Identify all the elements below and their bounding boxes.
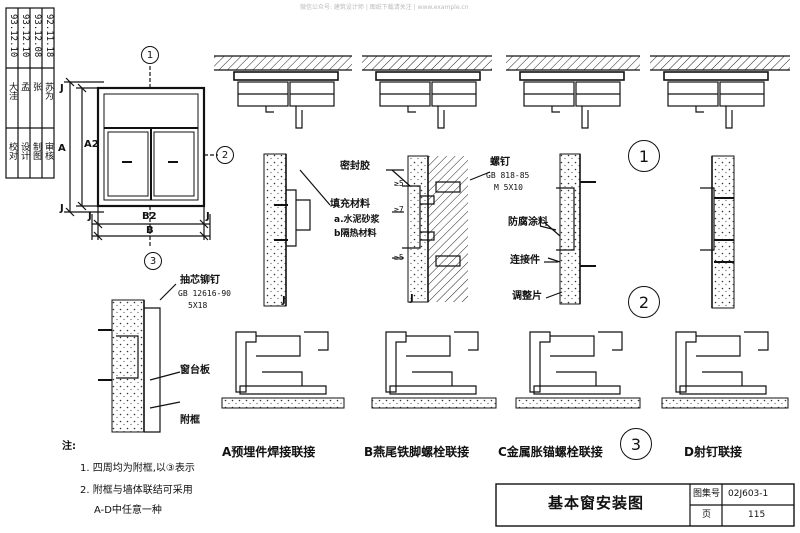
sign-role-1: 校对 [7,142,17,160]
detail-3-sill-profiles [221,331,789,409]
label-rivet-std: GB 12616-90 [178,289,231,298]
note-1: 1. 四周均为附框,以③表示 [80,463,195,474]
dim-ge5-b: ≥5 [394,253,404,262]
detail-1-head-profiles [214,55,790,129]
sign-date-4: 92.11.18 [44,14,54,58]
dim-A2: A2 [84,139,99,150]
sign-name-2: 孟 [19,82,29,91]
window-elevation [64,66,218,246]
caption-b: B燕尾铁脚螺栓联接 [364,445,470,459]
label-screw: 螺钉 [490,157,510,168]
label-seal: 密封胶 [340,161,370,172]
section-marker-3: 3 [620,428,652,460]
label-fill-a: a.水泥砂浆 [334,215,380,225]
detail-3-subframe-section [98,283,181,433]
label-rivet: 抽芯铆钉 [180,275,220,286]
section-marker-2: 2 [628,286,660,318]
label-anticorrosion: 防腐涂料 [508,217,548,228]
dim-J-top: J [60,83,64,94]
caption-a: A预埋件焊接联接 [222,445,316,459]
sign-name-1: 大洼 [7,82,17,100]
note-2: 2. 附框与墙体联结可采用 [80,485,193,496]
marker-2: 2 [216,146,234,164]
detail-2-jamb-sections [263,153,735,309]
label-rivet-size: 5X18 [188,301,208,310]
sign-name-3: 张 [31,82,41,91]
label-connector: 连接件 [510,255,540,266]
sign-role-3: 制图 [31,142,41,160]
label-fill-b: b隔热材料 [334,229,377,239]
sign-role-4: 审核 [43,142,53,160]
note-3: A-D中任意一种 [94,505,162,516]
marker-1: 1 [141,46,159,64]
dim-J-left: J [88,211,92,222]
label-fill: 填充材料 [330,199,370,210]
page-label: 页 [702,510,712,520]
dim-ge7: ≥7 [394,205,404,214]
sign-role-2: 设计 [19,142,29,160]
label-sill: 窗台板 [180,365,210,376]
dim-J-detail2-right: J [410,293,414,304]
drawing-title: 基本窗安装图 [548,494,645,512]
sign-name-4: 苏为 [43,82,53,100]
label-subframe: 附框 [180,415,200,426]
dim-J-bottom: J [60,203,64,214]
label-screw-size: M 5X10 [494,183,523,192]
marker-3: 3 [144,252,162,270]
dim-ge5-a: ≥5 [394,179,404,188]
dim-J-right: J [206,211,210,222]
sign-date-3: 93.12.08 [32,14,42,58]
dim-J-detail2-left: J [282,295,286,306]
caption-d: D射钉联接 [684,445,742,459]
label-shim: 调整片 [512,291,542,302]
sign-date-1: 93.12.10 [8,14,18,58]
label-screw-std: GB 818-85 [486,171,530,180]
atlas-number: 02J603-1 [728,489,769,499]
atlas-label: 图集号 [693,489,721,499]
dim-A: A [58,143,66,154]
section-marker-1: 1 [628,140,660,172]
dim-B: B [146,225,154,236]
watermark: 微信公众号: 建筑设计师 | 图纸下载请关注 | www.example.cn [300,4,469,11]
dim-B2: B2 [142,211,157,222]
caption-c: C金属胀锚螺栓联接 [498,445,603,459]
sign-date-2: 93.12.10 [20,14,30,58]
notes-heading: 注: [62,441,76,452]
page-number: 115 [748,510,766,520]
